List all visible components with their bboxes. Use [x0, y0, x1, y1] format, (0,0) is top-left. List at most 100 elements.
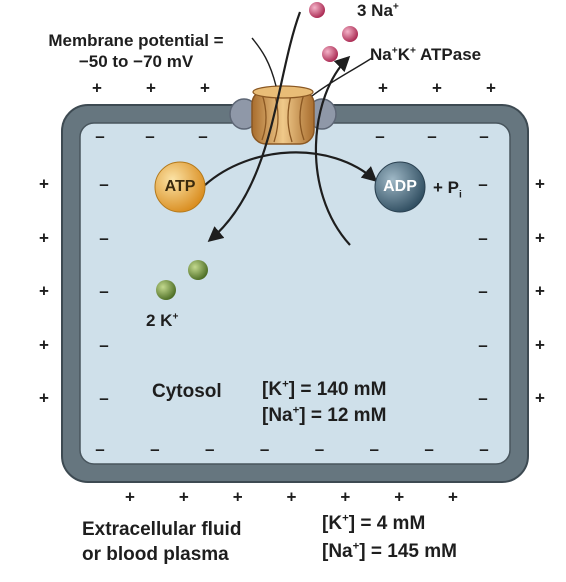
negative-charge-sign: – [99, 388, 109, 408]
positive-charge-sign: + [146, 78, 156, 98]
negative-charge-sign: – [259, 439, 270, 459]
positive-charge-sign: + [39, 388, 49, 408]
sodium-count: 3 Na [357, 1, 393, 20]
membrane-potential-line1: Membrane potential = [48, 31, 224, 50]
sodium-charge: + [392, 1, 399, 13]
pump-label-pointer [311, 57, 373, 97]
pump-part3: ATPase [415, 45, 482, 64]
membrane-potential-line2: −50 to −70 mV [78, 52, 194, 72]
negative-charge-sign: – [478, 174, 488, 194]
extracellular-na-charge: + [352, 540, 360, 553]
positive-charge-sign: + [378, 78, 388, 98]
reaction-arrows [204, 11, 378, 246]
negative-charge-sign: – [95, 439, 105, 459]
na-k-atpase-pump [229, 85, 337, 145]
negative-charge-sign: – [369, 439, 380, 459]
extracellular-k-close: ] = 4 mM [348, 513, 426, 534]
positive-charge-sign: + [92, 78, 102, 98]
extracellular-line1: Extracellular fluid [82, 519, 242, 540]
extracellular-potassium-concentration: [K+] = 4 mM [322, 512, 426, 534]
positive-charge-sign: + [200, 78, 210, 98]
atp-label: ATP [164, 178, 196, 195]
adp-label: ADP [383, 178, 417, 195]
extracellular-na-open: [Na [322, 541, 353, 562]
negative-charge-sign: – [99, 228, 109, 247]
negative-charge-sign: – [204, 439, 215, 459]
pump-charge1: + [391, 45, 398, 57]
cytosol-potassium-concentration: [K+] = 140 mM [262, 378, 387, 400]
extracellular-k-charge: + [342, 512, 349, 525]
positive-charge-sign: + [39, 335, 49, 354]
positive-charge-sign: + [394, 487, 405, 507]
positive-charge-sign: + [340, 487, 351, 507]
cytosol-k-open: [K [262, 379, 283, 400]
positive-charge-sign: + [535, 335, 545, 354]
negative-charge-sign: – [145, 126, 155, 146]
phosphate-label: + Pi [433, 178, 462, 200]
positive-charge-sign: + [486, 78, 496, 98]
negative-charge-sign: – [478, 335, 488, 354]
positive-charge-sign: + [232, 487, 243, 507]
negative-charge-sign: – [99, 174, 109, 194]
extracellular-sodium-concentration: [Na+] = 145 mM [322, 540, 457, 562]
negative-charge-sign: – [479, 126, 489, 146]
atp-to-adp-arrow [204, 151, 378, 186]
cytosol-na-charge: + [292, 404, 300, 417]
adp-molecule [374, 161, 426, 213]
positive-charge-sign: + [39, 281, 49, 301]
negative-charge-sign: – [427, 126, 437, 146]
pump-label: Na+K+ ATPase [370, 46, 481, 63]
positive-charge-sign: + [178, 487, 189, 507]
positive-charge-sign: + [535, 281, 545, 301]
sodium-out-label: 3 Na+ [357, 2, 399, 19]
positive-charge-sign: + [125, 487, 135, 507]
phosphate-subscript: i [459, 189, 462, 201]
negative-charge-sign: – [375, 126, 385, 146]
potassium-charge: + [172, 311, 179, 323]
atp-molecule [154, 161, 206, 213]
positive-charge-sign: + [535, 388, 545, 408]
potassium-count: 2 K [146, 311, 173, 330]
negative-charge-sign: – [198, 126, 208, 146]
pump-part2: K [397, 45, 410, 64]
potassium-ions [156, 260, 208, 300]
pump-part1: Na [370, 45, 392, 64]
negative-charge-sign: – [314, 439, 325, 459]
negative-charge-sign: – [478, 228, 488, 247]
membrane-potential-label: Membrane potential = −50 to −70 mV [26, 30, 246, 73]
negative-charge-sign: – [479, 439, 489, 459]
sodium-ions [309, 2, 358, 62]
potassium-inward-arrow [207, 11, 302, 242]
pump-charge2: + [409, 45, 416, 57]
negative-charge-sign: – [424, 439, 434, 459]
extracellular-na-close: ] = 145 mM [359, 541, 457, 562]
positive-charge-sign: + [286, 487, 297, 507]
negative-charge-sign: – [150, 439, 160, 459]
negative-charge-sign: – [95, 126, 105, 146]
cytosol-k-charge: + [282, 378, 289, 391]
positive-charge-sign: + [432, 78, 442, 98]
positive-charge-sign: + [535, 228, 545, 247]
extracellular-k-open: [K [322, 513, 343, 534]
positive-charge-sign: + [448, 487, 458, 507]
positive-charge-sign: + [39, 174, 49, 194]
cytosol-na-close: ] = 12 mM [299, 405, 387, 426]
phosphate-prefix: + P [433, 178, 459, 197]
sodium-outward-arrow [314, 55, 351, 246]
potassium-in-label: 2 K+ [146, 312, 178, 329]
negative-charge-sign: – [99, 335, 109, 354]
cytosol-sodium-concentration: [Na+] = 12 mM [262, 404, 387, 426]
membrane-potential-pointer [251, 37, 277, 87]
extracellular-line2: or blood plasma [82, 543, 229, 565]
extracellular-label: Extracellular fluid or blood plasma [82, 518, 241, 567]
negative-charge-sign: – [99, 281, 109, 301]
negative-charge-sign: – [478, 281, 488, 301]
positive-charge-sign: + [535, 174, 545, 194]
cytosol-label: Cytosol [152, 381, 222, 402]
cytosol-k-close: ] = 140 mM [288, 379, 387, 400]
cytosol-na-open: [Na [262, 405, 293, 426]
positive-charge-sign: + [39, 228, 49, 247]
negative-charge-sign: – [478, 388, 488, 408]
